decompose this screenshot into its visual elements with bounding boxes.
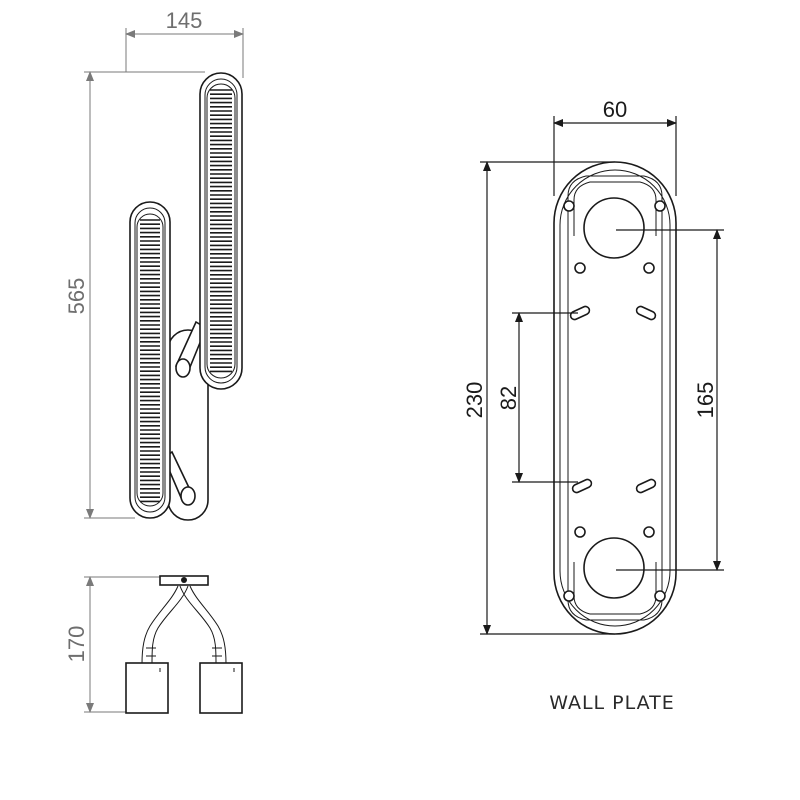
front-view: 145 565 (64, 8, 244, 521)
front-height-dimension: 565 (64, 71, 205, 519)
right-lamp-body (199, 72, 243, 390)
hole-spacing-dimension: 165 (616, 229, 724, 571)
mounting-screw-dot (181, 577, 187, 583)
left-lamp-head (125, 662, 169, 714)
front-width-label: 145 (166, 8, 203, 33)
right-lamp-head (199, 662, 243, 714)
plate-width-label: 60 (603, 97, 627, 122)
bottom-view: 170 (64, 575, 243, 714)
lower-cable-hole (583, 537, 645, 599)
right-lamp-grill (206, 83, 236, 379)
upper-cable-hole (583, 197, 645, 259)
plate-height-label: 230 (462, 382, 487, 419)
screw-holes (563, 200, 666, 602)
wall-plate-view: 60 230 (462, 97, 724, 714)
bottom-depth-dimension: 170 (64, 576, 160, 713)
bottom-depth-label: 170 (64, 626, 89, 663)
crossing-arms (141, 585, 227, 665)
front-height-label: 565 (64, 278, 89, 315)
lower-connector (163, 450, 196, 506)
wall-plate-caption: WALL PLATE (549, 692, 675, 714)
slot-spacing-dimension: 82 (496, 312, 578, 483)
plate-height-dimension: 230 (462, 161, 615, 635)
wall-plate (553, 161, 677, 635)
slot-spacing-label: 82 (496, 386, 521, 410)
front-width-dimension: 145 (125, 8, 244, 78)
left-lamp-grill (136, 213, 164, 507)
hole-spacing-label: 165 (693, 382, 718, 419)
mounting-slots (569, 305, 657, 494)
plate-width-dimension: 60 (553, 97, 677, 196)
